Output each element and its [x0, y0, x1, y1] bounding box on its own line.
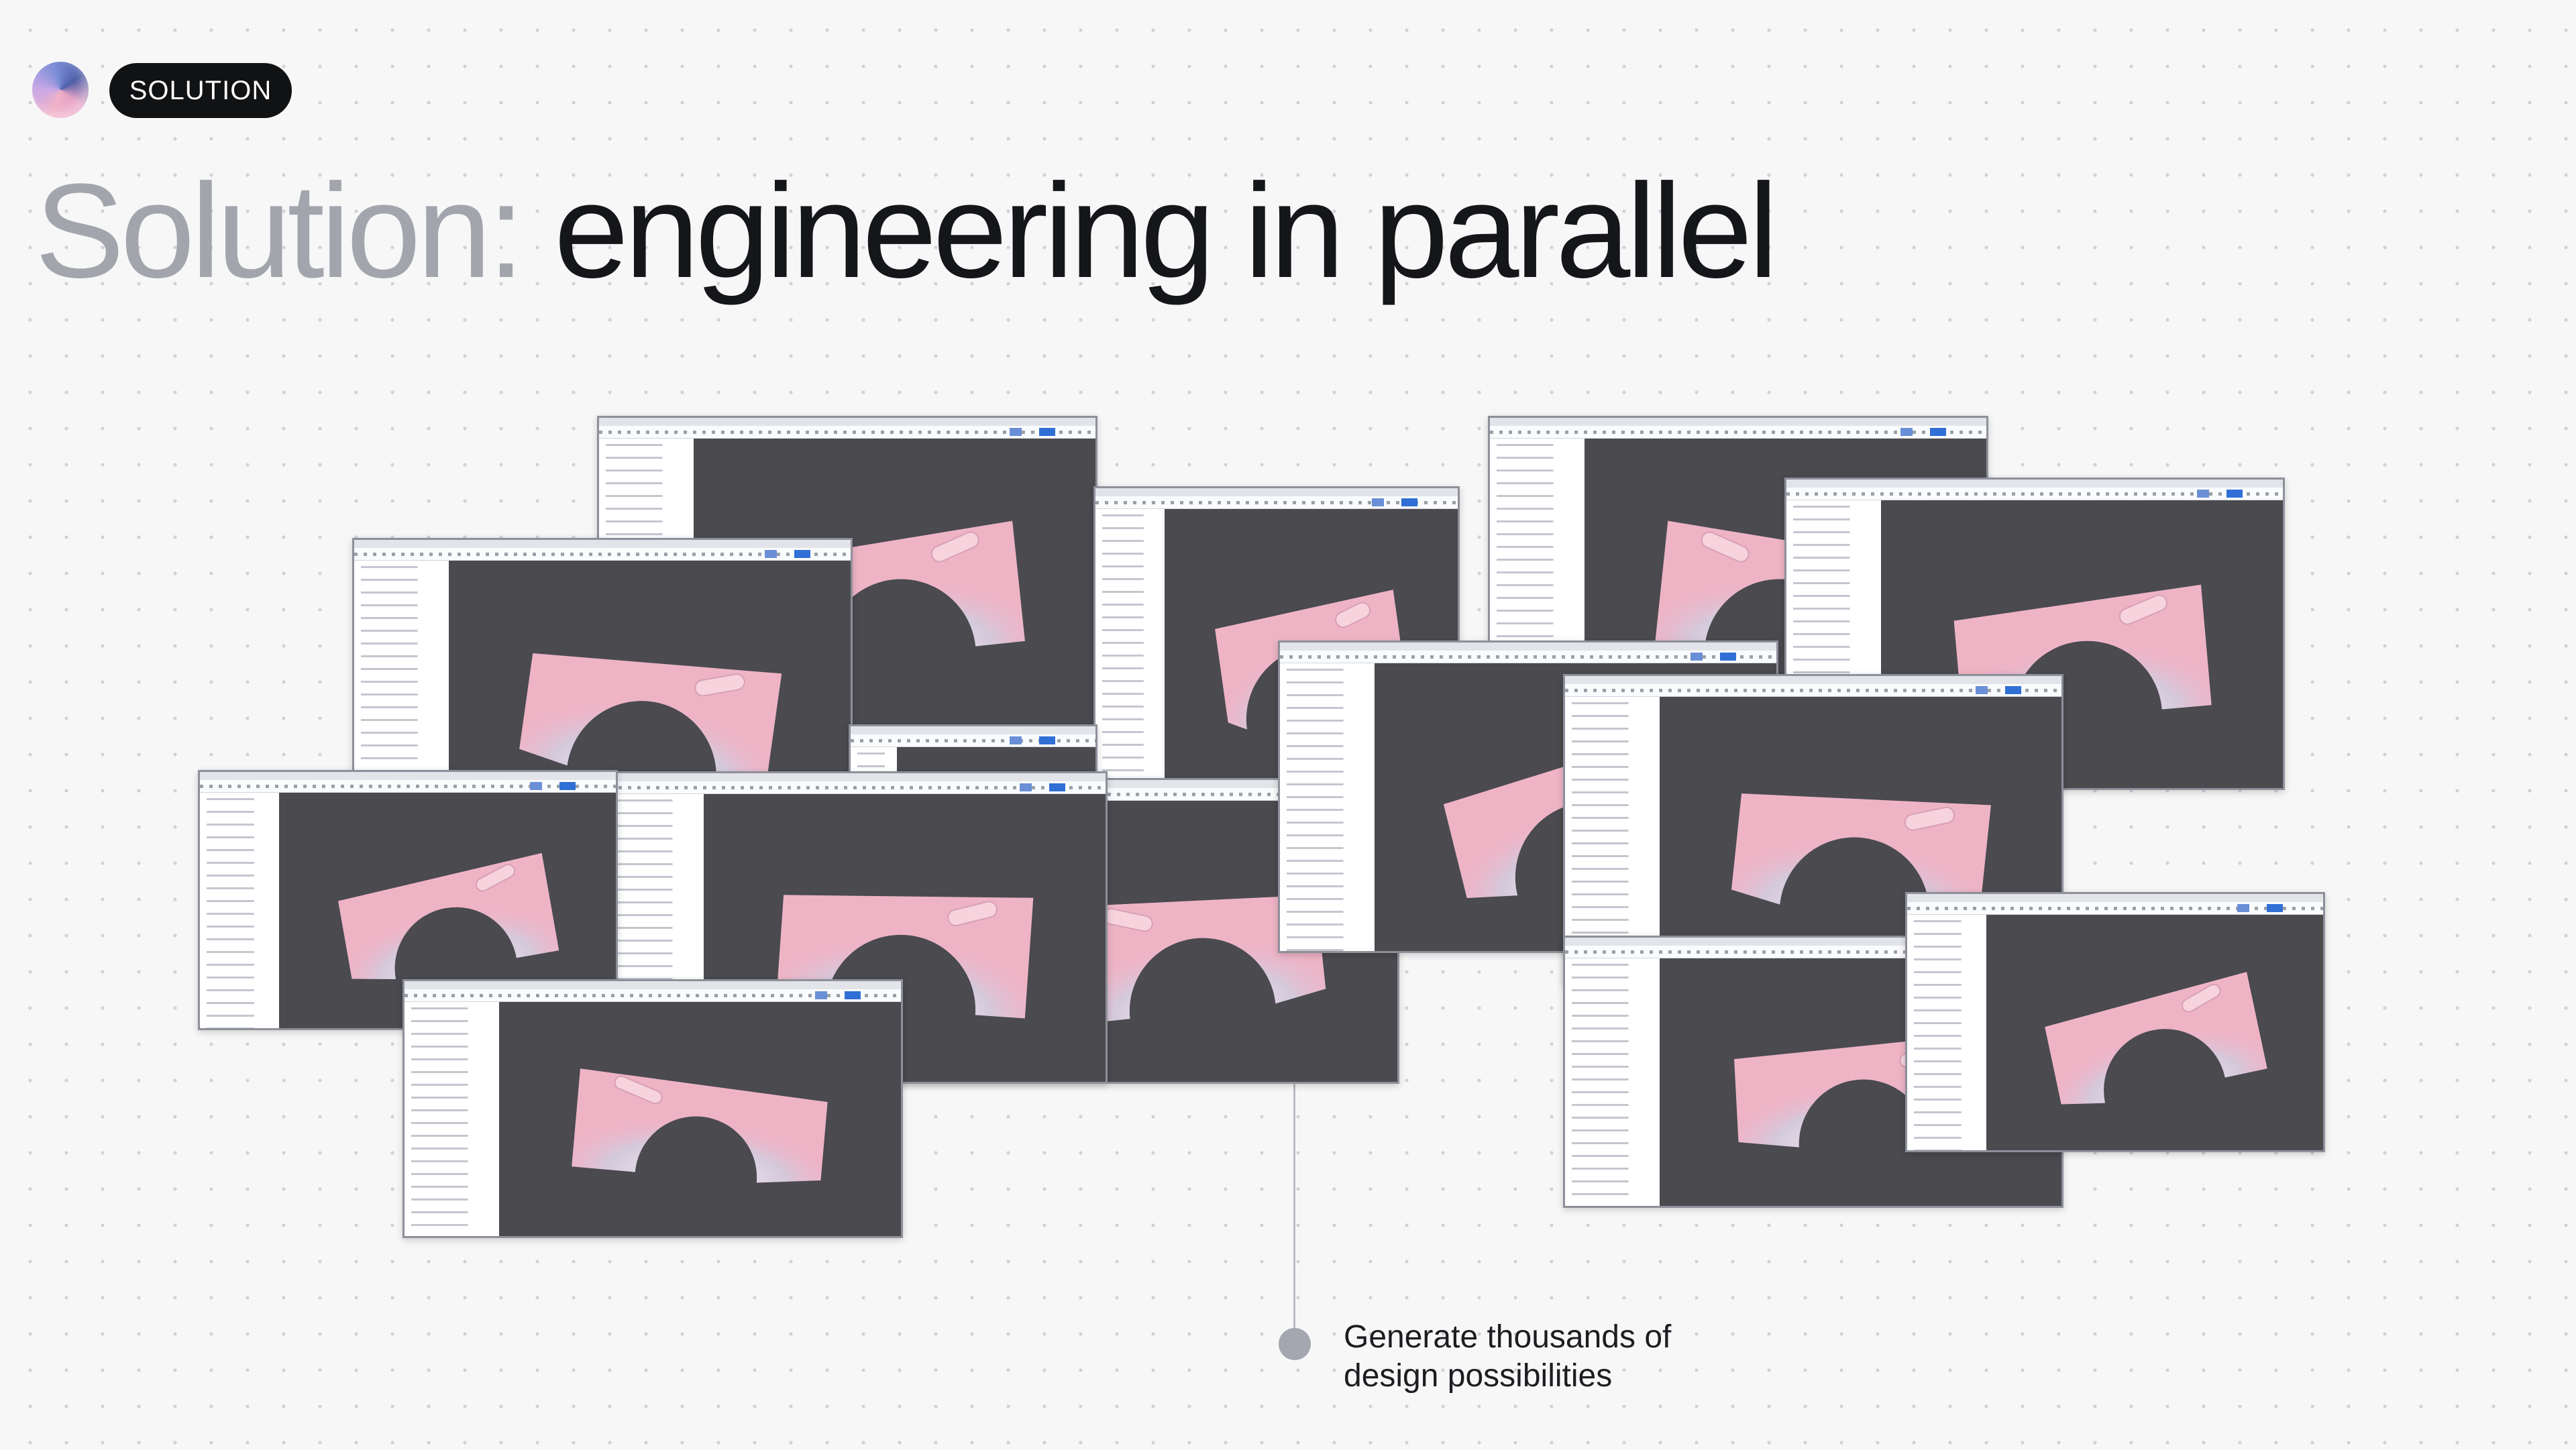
caption-line-1: Generate thousands of [1344, 1319, 1672, 1355]
toolbar-accent-button [1690, 653, 1703, 661]
toolbar-accent-button [1049, 783, 1065, 791]
fender-part-graphic [1731, 793, 1991, 926]
toolbar-accent-button [1401, 498, 1417, 506]
toolbar-accent-button [2005, 686, 2021, 694]
window-toolbar [1490, 426, 1986, 439]
toolbar-accent-button [1039, 736, 1055, 744]
toolbar-accent-button [2197, 490, 2209, 498]
window-toolbar [851, 734, 1095, 747]
fender-part-graphic [519, 653, 782, 793]
feature-tree-panel [1095, 509, 1165, 790]
toolbar-accent-button [1720, 653, 1736, 661]
window-toolbar [200, 780, 616, 793]
toolbar-accent-button [2226, 490, 2243, 498]
toolbar-accent-button [2237, 904, 2249, 912]
page-title: Solution: engineering in parallel [35, 164, 1778, 298]
fender-part-graphic [337, 852, 559, 980]
toolbar-accent-button [1900, 428, 1913, 436]
window-toolbar [1280, 651, 1776, 663]
toolbar-accent-button [1039, 428, 1055, 436]
toolbar-accent-button [1020, 783, 1032, 791]
feature-tree-panel [405, 1002, 500, 1236]
toolbar-accent-button [1372, 498, 1384, 506]
cad-viewport [1986, 915, 2323, 1150]
section-badge: SOLUTION [109, 63, 292, 118]
toolbar-accent-button [1010, 428, 1022, 436]
cad-window [1905, 892, 2325, 1152]
toolbar-accent-button [559, 782, 576, 790]
caption-dot-icon [1279, 1328, 1311, 1360]
cad-window [402, 979, 903, 1238]
window-toolbar [354, 548, 851, 561]
toolbar-accent-button [530, 782, 542, 790]
window-toolbar [1565, 684, 2061, 697]
toolbar-accent-button [765, 550, 777, 558]
window-toolbar [609, 781, 1106, 794]
title-main: engineering in parallel [553, 156, 1778, 306]
window-toolbar [405, 989, 901, 1002]
fender-part-graphic [1953, 584, 2212, 723]
cad-viewport [498, 1002, 901, 1236]
feature-tree-panel [1565, 958, 1660, 1206]
feature-tree-panel [1280, 663, 1375, 951]
window-toolbar [1095, 496, 1458, 509]
caption-line-2: design possibilities [1344, 1358, 1613, 1394]
fender-part-graphic [1214, 590, 1409, 730]
title-prefix: Solution: [35, 156, 525, 306]
toolbar-accent-button [815, 991, 827, 999]
cad-viewport [1880, 500, 2283, 788]
toolbar-accent-button [1930, 428, 1946, 436]
toolbar-accent-button [1010, 736, 1022, 744]
window-toolbar [599, 426, 1095, 439]
toolbar-accent-button [2267, 904, 2283, 912]
fender-part-graphic [2044, 972, 2267, 1105]
window-toolbar [1786, 488, 2283, 500]
feature-tree-panel [1907, 915, 1987, 1150]
fender-part-graphic [776, 895, 1033, 1019]
caption-connector-line [1293, 1073, 1295, 1338]
toolbar-accent-button [794, 550, 810, 558]
feature-tree-panel [200, 793, 280, 1028]
toolbar-accent-button [1976, 686, 1988, 694]
window-toolbar [1907, 902, 2323, 915]
cad-window [198, 770, 618, 1030]
toolbar-accent-button [845, 991, 861, 999]
fender-part-graphic [571, 1068, 828, 1183]
caption-text: Generate thousands of design possibiliti… [1344, 1318, 1671, 1396]
brand-logo-icon [32, 62, 89, 118]
